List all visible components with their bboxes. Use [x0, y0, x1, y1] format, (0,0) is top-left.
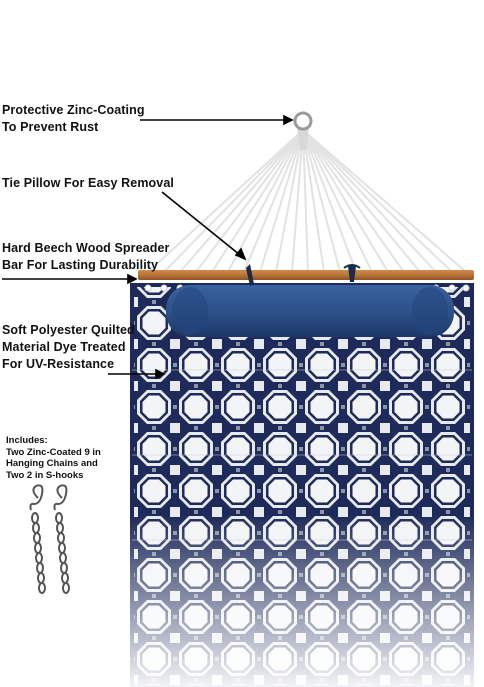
spreader-bar	[138, 270, 474, 280]
callout-fabric-line-3: For UV-Resistance	[2, 357, 115, 371]
zinc-ring	[293, 111, 313, 131]
includes-line-3: Two 2 in S-hooks	[6, 469, 84, 481]
pillow-tie-right	[348, 266, 356, 282]
callout-zinc-line-1: Protective Zinc-Coating	[2, 103, 145, 117]
callout-tie-pillow: Tie Pillow For Easy Removal	[2, 175, 174, 192]
includes-heading: Includes:	[6, 435, 48, 446]
callout-zinc-line-2: To Prevent Rust	[2, 120, 99, 134]
callout-arrows	[2, 114, 294, 380]
callout-spreader-bar: Hard Beech Wood Spreader Bar For Lasting…	[2, 240, 170, 274]
callout-zinc-coating: Protective Zinc-Coating To Prevent Rust	[2, 102, 145, 136]
includes-list: Includes: Two Zinc-Coated 9 in Hanging C…	[6, 435, 101, 481]
pillow-tie-left	[246, 264, 254, 286]
bottom-fade	[120, 515, 484, 687]
callout-spreader-line-1: Hard Beech Wood Spreader	[2, 241, 170, 255]
callout-pillow-line-1: Tie Pillow For Easy Removal	[2, 176, 174, 190]
includes-line-1: Two Zinc-Coated 9 in	[6, 446, 101, 458]
callout-polyester-material: Soft Polyester Quilted Material Dye Trea…	[2, 322, 135, 373]
includes-line-2: Hanging Chains and	[6, 458, 98, 469]
rope-gather	[297, 128, 309, 150]
callout-fabric-line-1: Soft Polyester Quilted	[2, 323, 135, 337]
callout-spreader-line-2: Bar For Lasting Durability	[2, 258, 159, 272]
pillow	[166, 285, 454, 337]
s-hook-chain-right	[53, 484, 70, 594]
callout-fabric-line-2: Material Dye Treated	[2, 340, 126, 354]
hanging-ropes	[147, 129, 467, 273]
s-hook-chain-left	[29, 484, 46, 594]
